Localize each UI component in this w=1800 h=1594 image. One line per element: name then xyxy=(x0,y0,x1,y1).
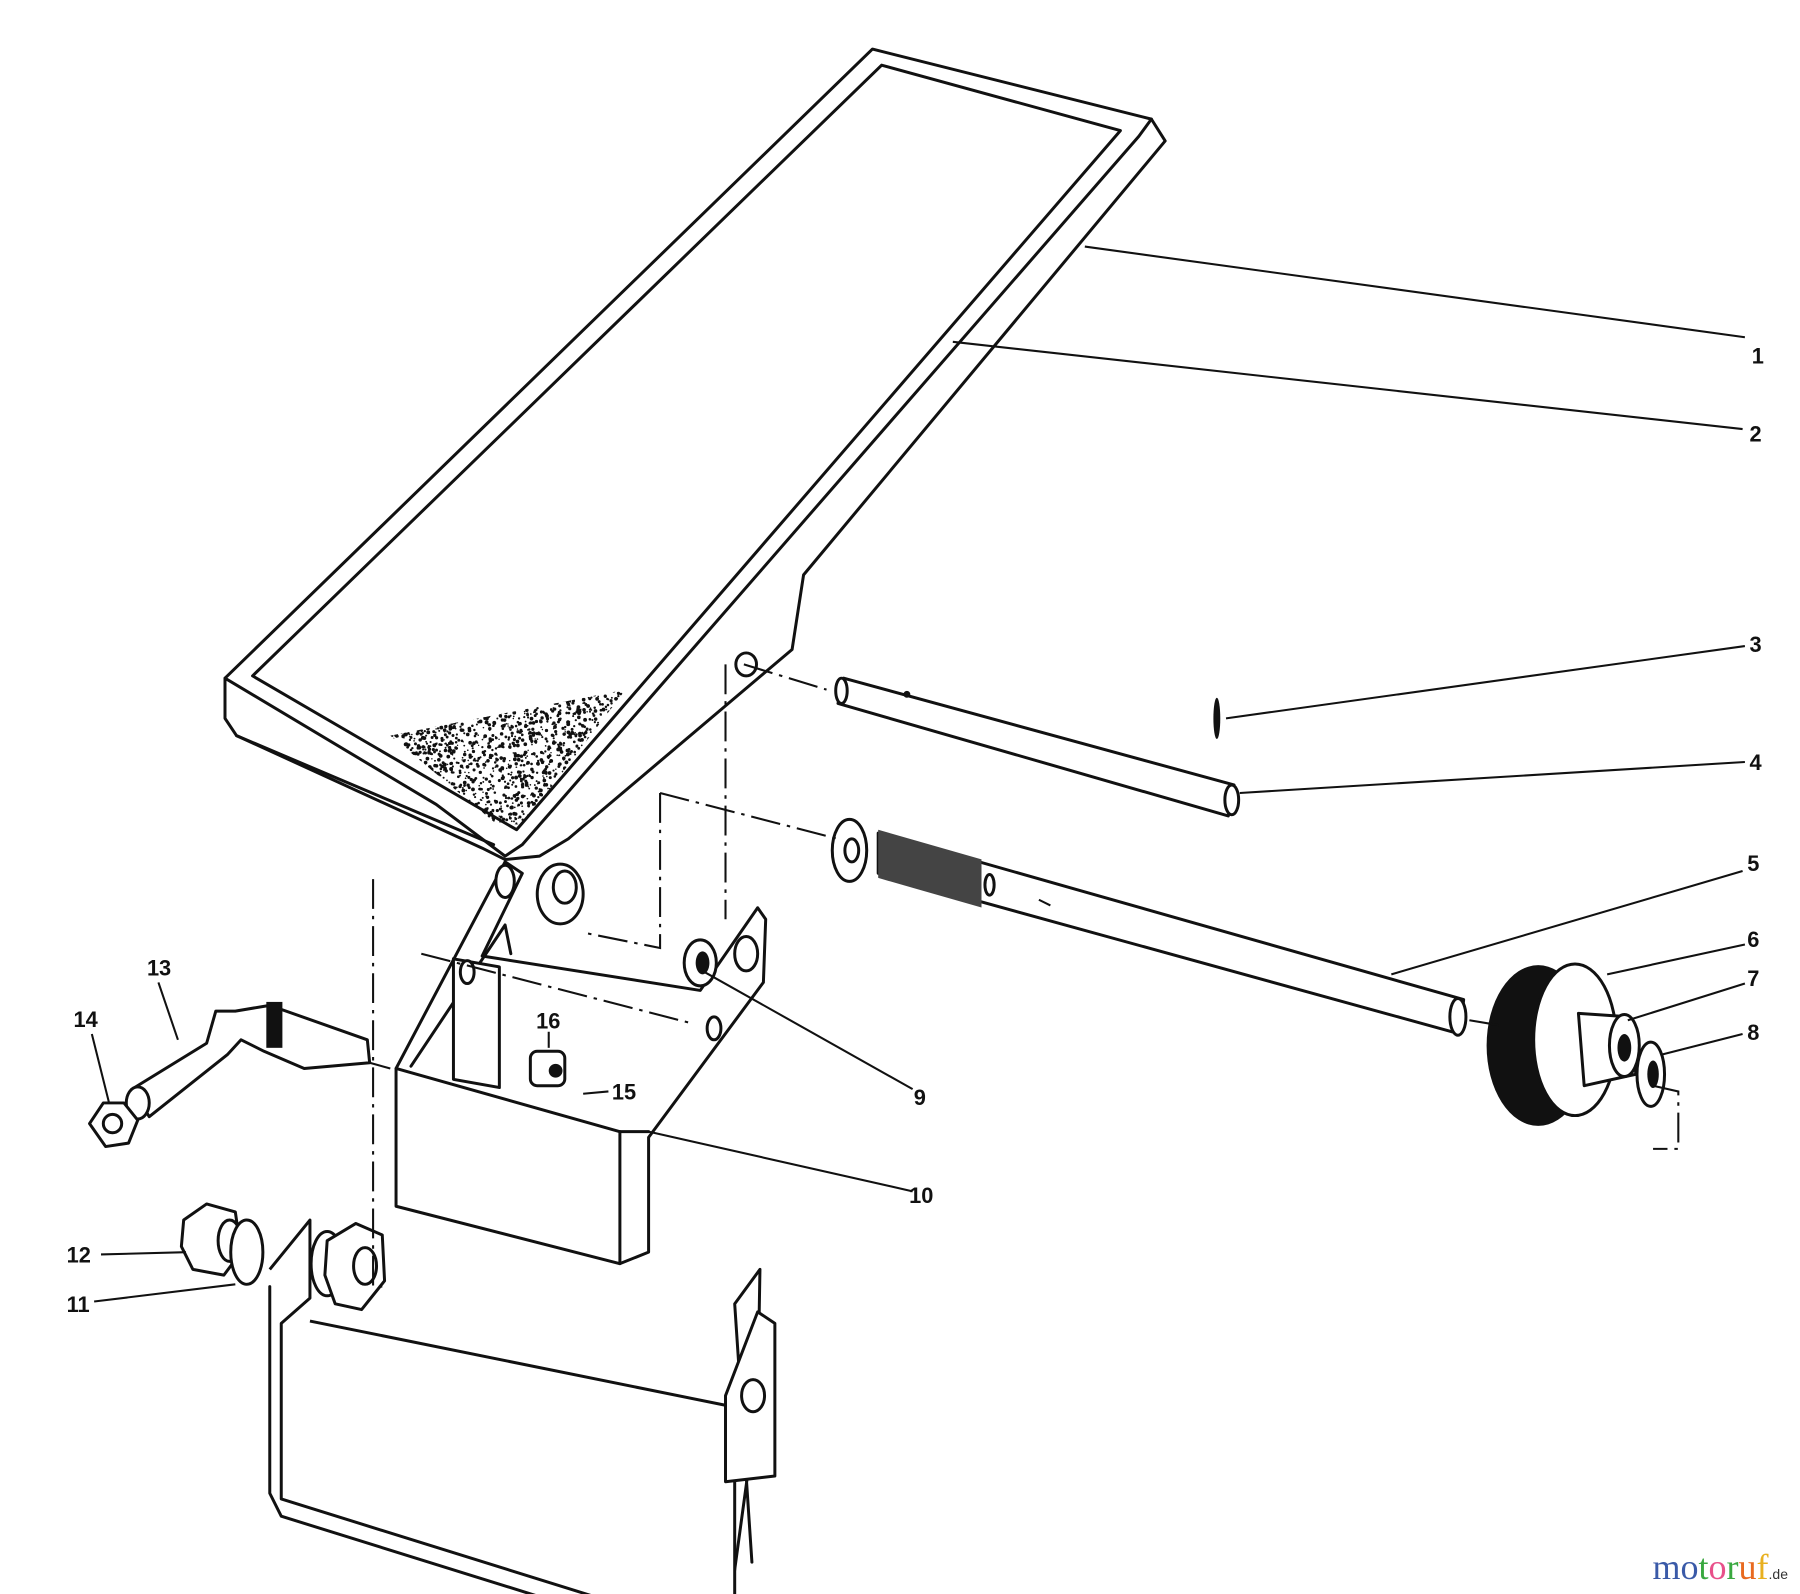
callout-9: 9 xyxy=(914,1085,926,1110)
watermark-letter: o xyxy=(1680,1547,1699,1587)
callout-labels: 1 2 3 4 5 6 7 8 9 10 11 12 13 14 15 16 xyxy=(67,344,1764,1317)
rod-end xyxy=(88,1001,372,1149)
pedal-bracket xyxy=(394,860,768,1266)
watermark-letter: r xyxy=(1726,1547,1739,1587)
callout-8: 8 xyxy=(1747,1020,1759,1045)
callout-13: 13 xyxy=(147,956,171,981)
watermark-letter: m xyxy=(1652,1547,1681,1587)
callout-12: 12 xyxy=(67,1242,91,1267)
u-bracket xyxy=(268,1218,777,1594)
callout-6: 6 xyxy=(1747,927,1759,952)
hardware xyxy=(179,1202,387,1312)
callout-11: 11 xyxy=(67,1292,90,1317)
callout-3: 3 xyxy=(1749,632,1761,657)
pivot-pin xyxy=(834,676,1241,818)
callout-4: 4 xyxy=(1749,750,1761,775)
watermark-letter: o xyxy=(1708,1547,1727,1587)
assembly-lines xyxy=(369,663,1680,1288)
callout-2: 2 xyxy=(1749,422,1761,447)
callout-14: 14 xyxy=(73,1007,97,1032)
watermark-logo: motoruf.de xyxy=(1653,1546,1789,1588)
leader-lines xyxy=(90,245,1746,1303)
callout-5: 5 xyxy=(1747,851,1759,876)
watermark-letter: f xyxy=(1756,1547,1769,1587)
callout-16: 16 xyxy=(536,1008,560,1033)
callout-7: 7 xyxy=(1747,966,1759,991)
watermark-suffix: .de xyxy=(1768,1566,1788,1582)
callout-15: 15 xyxy=(612,1079,636,1104)
watermark-letter: t xyxy=(1698,1547,1709,1587)
pedal xyxy=(223,47,1167,862)
axle-assembly xyxy=(830,817,1667,1126)
callout-1: 1 xyxy=(1752,344,1764,369)
watermark-letter: u xyxy=(1738,1547,1757,1587)
callout-10: 10 xyxy=(909,1183,933,1208)
